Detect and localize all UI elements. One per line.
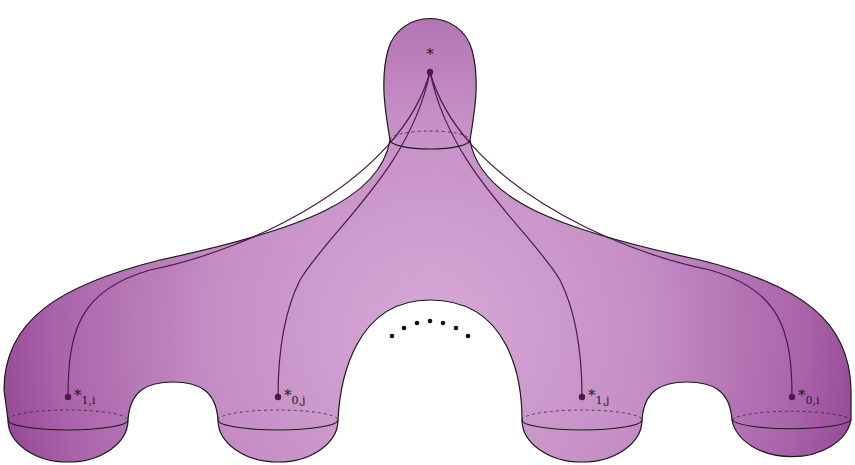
basepoint-label: *1,j xyxy=(588,388,609,403)
ellipsis-dots xyxy=(390,319,471,339)
basepoint-label: *0,j xyxy=(284,388,305,403)
basepoints xyxy=(65,69,795,400)
surface xyxy=(4,19,851,463)
basepoint-label: * xyxy=(426,47,434,62)
basepoint-label: *0,i xyxy=(798,388,820,403)
cross-sections xyxy=(8,131,851,430)
paths-from-basepoint xyxy=(68,72,792,397)
basepoint-label: *1,i xyxy=(74,388,96,403)
